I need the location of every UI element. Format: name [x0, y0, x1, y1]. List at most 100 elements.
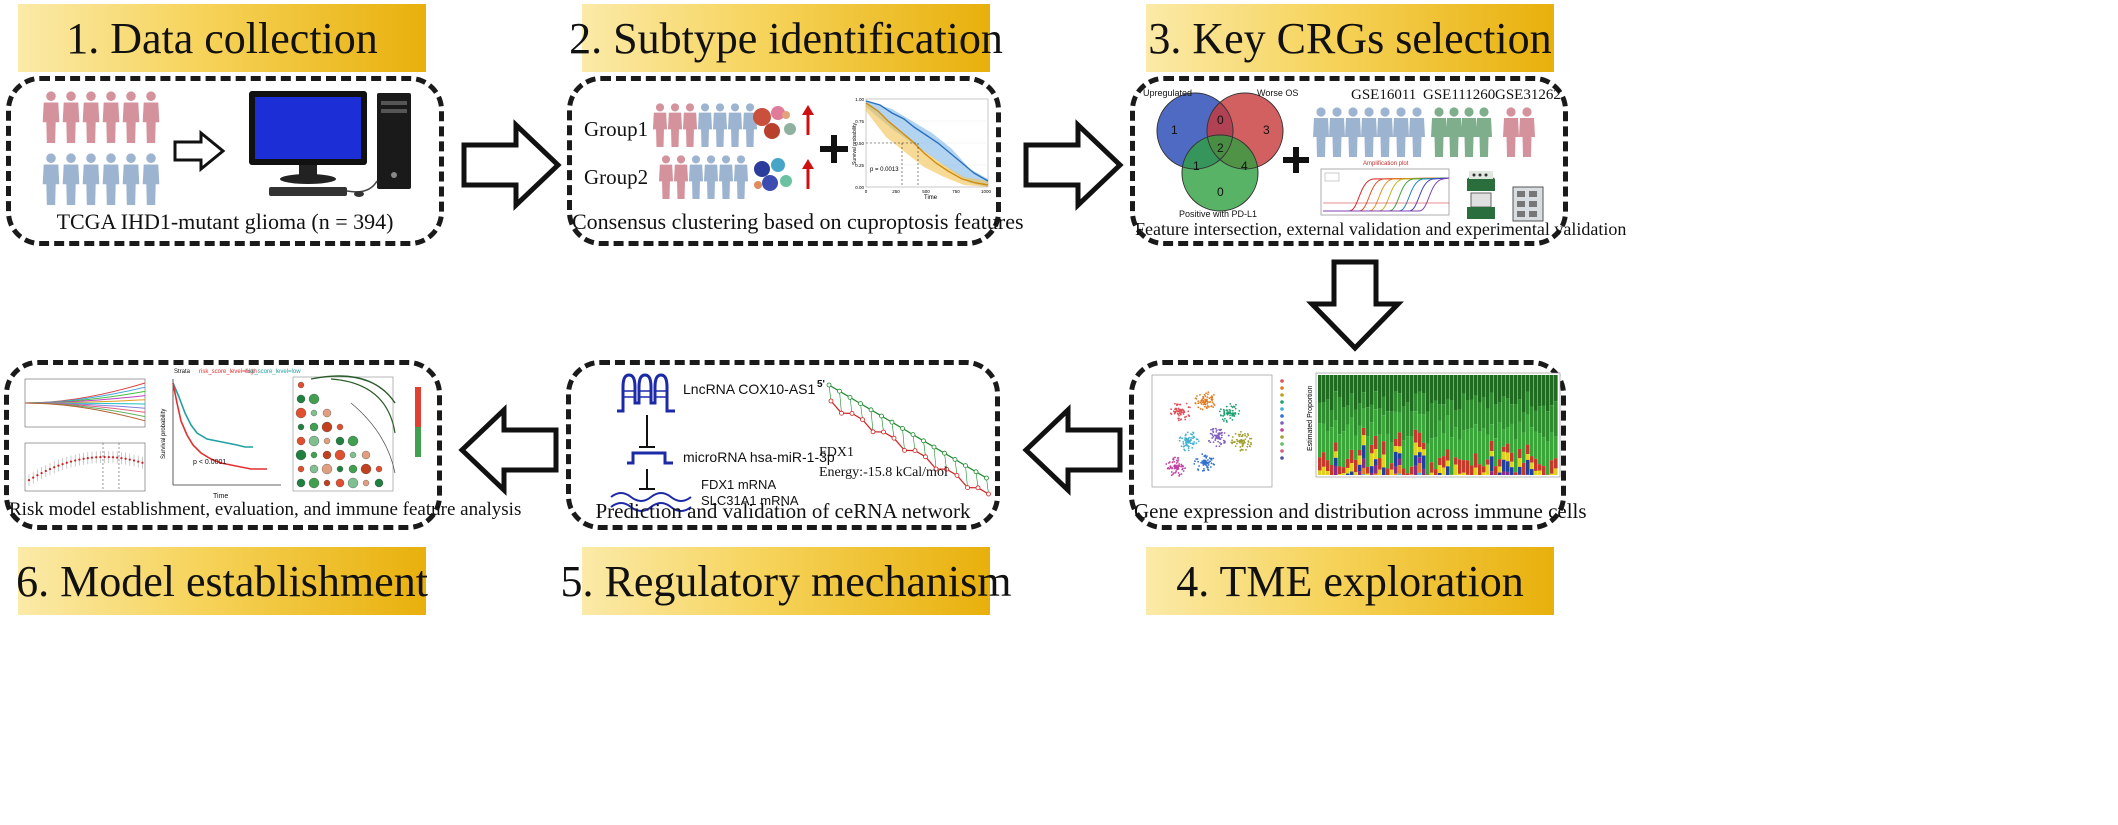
person-icon [667, 103, 683, 147]
km-ytick: 0.75 [855, 119, 864, 124]
step2-title: 2. Subtype identification [569, 4, 1003, 72]
person-icon [1393, 107, 1409, 157]
person-icon [673, 155, 689, 199]
step1-caption: TCGA IHD1-mutant glioma (n = 394) [56, 209, 394, 234]
group2-label: Group2 [584, 165, 649, 189]
inhibition-arrow [639, 415, 655, 448]
group1-label: Group1 [584, 117, 649, 141]
km-xlabel: Time [924, 195, 938, 201]
venn-set-worse-os: Worse OS [1257, 88, 1299, 98]
person-icon [1329, 107, 1345, 157]
km-xtick: 250 [892, 189, 900, 194]
venn-count: 0 [1217, 113, 1224, 127]
km-ylabel: Survival probability [161, 409, 167, 459]
step2-caption: Consensus clustering based on cuproptosi… [572, 209, 1024, 234]
gene-label: FDX1 [819, 445, 855, 460]
cross-validation-plot [24, 442, 146, 492]
mrna2-label: SLC31A1 mRNA [701, 493, 799, 508]
km-xtick: 500 [922, 189, 930, 194]
arrow-right-icon [173, 129, 226, 173]
lasso-coefficients-plot [24, 378, 146, 428]
rna-duplex-structure [826, 382, 991, 497]
tsne-plot [1151, 374, 1284, 488]
person-icon [1446, 107, 1462, 157]
km-ylabel: Survival probability [852, 123, 858, 165]
person-icon [733, 155, 749, 199]
stacked-proportion-bars: Estimated Proportion [1307, 372, 1561, 478]
venn-set-pd-l1: Positive with PD-L1 [1179, 209, 1258, 219]
venn-count: 4 [1241, 159, 1248, 173]
venn-diagram [1156, 92, 1284, 212]
km-risk-plot: Survival probability [161, 379, 281, 486]
dataset-gse16011: GSE16011 [1351, 87, 1417, 103]
person-icon [1519, 107, 1535, 157]
thermocycler-icon [1467, 171, 1544, 222]
km-ytick: 0.25 [855, 163, 864, 168]
person-icon [682, 103, 698, 147]
person-row-male [42, 153, 160, 205]
arrow-left-icon [1022, 404, 1123, 496]
person-row-female [42, 91, 160, 143]
venn-count: 3 [1263, 123, 1270, 137]
person-icon [1361, 107, 1377, 157]
step5-caption: Prediction and validation of ceRNA netwo… [595, 499, 971, 523]
person-icon [652, 103, 668, 147]
km-ytick: 0.00 [855, 185, 864, 190]
km-legend-strata: Strata [174, 369, 191, 375]
person-row-blue [1313, 107, 1425, 157]
step4-caption: Gene expression and distribution across … [1134, 499, 1587, 523]
person-icon [82, 91, 100, 143]
km-xlabel: Time [213, 493, 229, 500]
person-icon [727, 103, 743, 147]
person-icon [142, 91, 160, 143]
person-icon [1377, 107, 1393, 157]
step3-box: Upregulated Worse OS Positive with PD-L1… [1130, 76, 1626, 246]
amplification-plot [1320, 168, 1450, 216]
person-row-group1 [652, 103, 758, 147]
step3-title: 3. Key CRGs selection [1146, 4, 1554, 72]
step6-caption: Risk model establishment, evaluation, an… [9, 499, 522, 520]
person-icon [697, 103, 713, 147]
mrna1-label: FDX1 mRNA [701, 477, 777, 492]
km-xtick: 750 [952, 189, 960, 194]
venn-count: 0 [1217, 185, 1224, 199]
person-icon [102, 153, 120, 205]
energy-label: Energy:-15.8 kCal/mol [819, 465, 948, 480]
dataset-gse111260: GSE111260 [1423, 87, 1496, 103]
person-icon [1476, 107, 1492, 157]
venn-set-upregulated: Upregulated [1143, 88, 1193, 98]
person-icon [122, 91, 140, 143]
person-icon [62, 91, 80, 143]
person-row-green [1431, 107, 1492, 157]
person-icon [1313, 107, 1329, 157]
five-prime-label: 5' [817, 379, 825, 390]
km-legend-low: risk_score_level=low [245, 369, 301, 375]
lncrna-label: LncRNA COX10-AS1 [683, 381, 816, 397]
venn-count: 1 [1171, 123, 1178, 137]
arrow-right-icon [461, 119, 562, 211]
km-ytick: 1.00 [855, 97, 864, 102]
computer-icon [249, 91, 411, 197]
person-icon [1461, 107, 1477, 157]
person-icon [1345, 107, 1361, 157]
km-ytick: 0.50 [855, 141, 864, 146]
step5-title: 5. Regulatory mechanism [561, 547, 1011, 615]
person-icon [122, 153, 140, 205]
step4-box: Estimated Proportion Gene expression and… [1129, 360, 1587, 530]
person-icon [1503, 107, 1519, 157]
km-xtick: 1000 [981, 189, 992, 194]
mrna-wave-icon [610, 492, 692, 512]
person-row-group2 [658, 155, 749, 199]
plus-icon [1283, 147, 1309, 173]
venn-count: 2 [1217, 141, 1224, 155]
step6-box: Survival probability Strata risk_score_l… [4, 360, 522, 530]
person-icon [142, 153, 160, 205]
person-icon [42, 91, 60, 143]
person-icon [102, 91, 120, 143]
person-icon [62, 153, 80, 205]
km-legend-high: risk_score_level=high [199, 369, 257, 375]
dataset-gse31262: GSE31262 [1495, 87, 1561, 103]
km-pvalue: p < 0.0001 [193, 459, 227, 466]
rna-hairpin-icon [617, 373, 675, 413]
